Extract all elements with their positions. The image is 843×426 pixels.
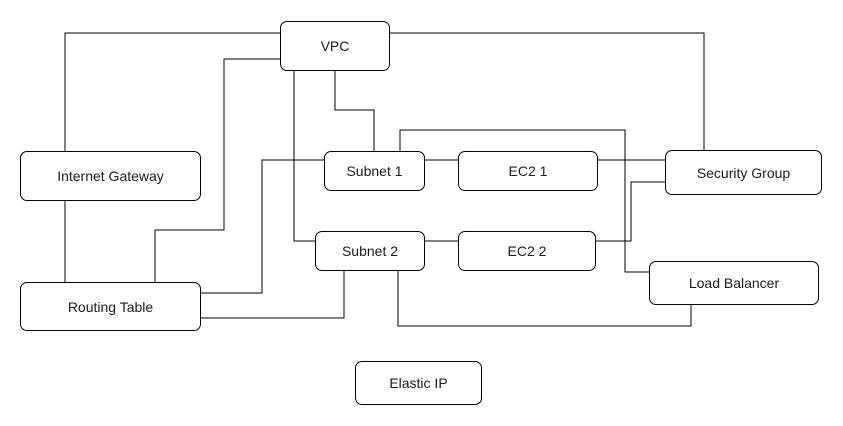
node-ec2-2[interactable]: EC2 2: [458, 231, 596, 271]
connector-routing-table-subnet-2: [201, 271, 345, 319]
connector-vpc-security-group: [389, 32, 705, 150]
node-security-group[interactable]: Security Group: [665, 150, 822, 195]
node-load-balancer[interactable]: Load Balancer: [649, 261, 819, 305]
node-label: EC2 2: [507, 243, 547, 259]
node-elastic-ip[interactable]: Elastic IP: [355, 361, 482, 405]
connector-vpc-routing-table: [154, 58, 280, 282]
node-label: Load Balancer: [688, 275, 780, 291]
connector-ec2-2-security-group: [596, 181, 665, 242]
node-label: Security Group: [696, 164, 791, 181]
node-label: EC2 1: [508, 163, 548, 179]
connector-subnet-1-load-balancer: [399, 129, 649, 273]
node-subnet-2[interactable]: Subnet 2: [315, 231, 425, 271]
node-routing-table[interactable]: Routing Table: [20, 282, 201, 331]
connector-vpc-subnet-2: [293, 70, 315, 242]
connector-vpc-internet-gateway: [64, 32, 280, 151]
node-label: Elastic IP: [389, 375, 448, 391]
node-label: Routing Table: [67, 298, 154, 315]
node-label: Subnet 1: [346, 163, 403, 179]
node-ec2-1[interactable]: EC2 1: [458, 151, 598, 191]
node-subnet-1[interactable]: Subnet 1: [324, 151, 425, 191]
node-label: VPC: [320, 38, 350, 54]
connector-vpc-subnet-1: [334, 70, 375, 151]
connector-routing-table-subnet-1: [201, 159, 324, 294]
node-label: Internet Gateway: [57, 168, 164, 184]
node-vpc[interactable]: VPC: [280, 21, 390, 71]
node-label: Subnet 2: [341, 243, 399, 259]
node-internet-gateway[interactable]: Internet Gateway: [20, 151, 201, 201]
connector-subnet-2-load-balancer: [397, 271, 692, 327]
